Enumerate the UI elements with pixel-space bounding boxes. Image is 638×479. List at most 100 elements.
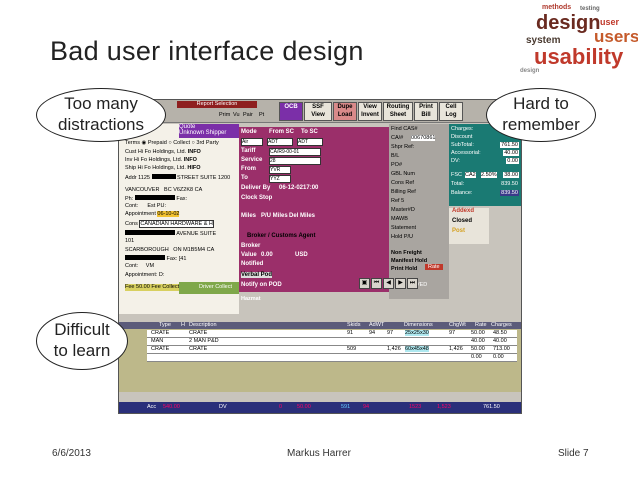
fee-field[interactable]: 50.00 <box>136 284 150 290</box>
dv-label: DV: <box>451 158 460 164</box>
contact2-label: Cont: <box>125 263 139 269</box>
country-field[interactable]: CA <box>194 187 203 193</box>
fsc-label: FSC <box>451 172 462 178</box>
nav-first-icon[interactable]: ⏮ <box>371 278 382 289</box>
verbal-pod-button[interactable]: Verbal Pod <box>241 272 273 278</box>
inv-code: INFO <box>183 157 197 163</box>
to-select[interactable]: YYZ <box>269 175 291 183</box>
master-label: Master#D <box>391 207 415 213</box>
nav-last-icon[interactable]: ⏭ <box>407 278 418 289</box>
fsc-percent-field[interactable]: 2.50% <box>481 172 497 178</box>
suite-field[interactable]: 101 <box>125 238 135 244</box>
nav-next-icon[interactable]: ▶ <box>395 278 406 289</box>
value-field[interactable]: 0.00 <box>261 252 273 258</box>
postal2-field[interactable]: M1B5M4 <box>183 247 206 253</box>
cell-log-button[interactable]: Cell Log <box>439 102 463 121</box>
from-sc-select[interactable]: ADT <box>267 138 293 146</box>
charges-panel: Charges: Discount SubTotal: 761.50 Acces… <box>449 124 521 206</box>
est-pu-label: Est PU: <box>147 203 166 209</box>
tariff-field[interactable]: CA/R9-00-01 <box>269 148 321 156</box>
ocb-button[interactable]: OCB <box>279 102 303 121</box>
miles-tab[interactable]: Miles <box>241 213 257 219</box>
hazmat-checkbox[interactable]: Hazmat <box>241 296 261 302</box>
fee-collect-checkbox[interactable]: Fee Collect <box>151 284 180 290</box>
fax2-field[interactable]: Fax: [41 <box>166 256 187 262</box>
to-sc-select[interactable]: ADT <box>297 138 323 146</box>
closed-button[interactable]: Closed <box>452 218 473 224</box>
country2-field[interactable]: CA <box>206 247 215 253</box>
print-bill-button[interactable]: Print Bill <box>414 102 438 121</box>
service-field[interactable]: 28 <box>269 157 321 165</box>
table-row[interactable]: CRATE CRATE 91 94 97 25x25x30 97 50.00 4… <box>147 330 517 338</box>
nav-new-icon[interactable]: ▣ <box>359 278 370 289</box>
totals-bar: Acc 540.00 DV 0 50.00 591 94 1523 1,523 … <box>119 402 521 413</box>
report-selection-label: Report Selection <box>177 101 257 108</box>
city-field[interactable]: VANCOUVER <box>125 187 160 193</box>
mode-select[interactable]: Air <box>241 138 263 146</box>
legacy-ui-screenshot: Report Selection OCB SSF View Dupe Load … <box>118 99 522 414</box>
prov-field[interactable]: BC <box>164 187 172 193</box>
footer-author: Markus Harrer <box>287 448 351 459</box>
addexd-button[interactable]: Addexd <box>452 208 475 214</box>
currency-select[interactable]: USD <box>295 252 308 258</box>
fsc-value: 38.00 <box>503 172 519 178</box>
toolbar-sub-prim[interactable]: Prim <box>219 112 231 118</box>
ship-code: HIFO <box>187 165 201 171</box>
collect-radio[interactable]: Collect <box>173 140 191 146</box>
from-select[interactable]: YVR <box>269 166 291 174</box>
col-h: H <box>181 322 185 328</box>
driver-collect-checkbox[interactable]: Driver Collect <box>199 284 233 290</box>
ship-field[interactable]: Hi Fo Holdings, Ltd. <box>137 165 186 171</box>
non-freight-checkbox[interactable]: Non Freight <box>391 250 422 256</box>
table-row[interactable]: MAN 2 MAN P&D 40.00 40.00 <box>147 338 517 346</box>
consignee-field[interactable]: CANADIAN HARDWARE & H <box>139 220 214 228</box>
chgwt-total: 1,523 <box>437 404 451 410</box>
nav-prev-icon[interactable]: ◀ <box>383 278 394 289</box>
table-row[interactable]: CRATE CRATE 509 1,426 60x45x48 1,426 50.… <box>147 346 517 354</box>
fsc-code-select[interactable]: CA2 <box>465 172 476 178</box>
print-hold-checkbox[interactable]: Print Hold <box>391 266 418 272</box>
subtotal-label: SubTotal: <box>451 142 474 148</box>
notify-pod-checkbox[interactable]: Notify on POD <box>241 282 282 288</box>
street-field[interactable]: STREET SUITE 1200 <box>177 175 231 181</box>
table-row[interactable]: 0.00 0.00 <box>147 354 517 362</box>
prepaid-radio[interactable]: Prepaid <box>147 140 167 146</box>
postal-field[interactable]: V6Z2K8 <box>173 187 194 193</box>
footer-slide-number: Slide 7 <box>558 448 589 459</box>
manifest-hold-checkbox[interactable]: Manifest Hold <box>391 258 428 264</box>
driver-collect-strip: Driver Collect <box>179 282 239 294</box>
third-party-radio[interactable]: 3rd Party <box>196 140 219 146</box>
addr-field[interactable]: 1125 <box>138 175 150 181</box>
ssf-view-button[interactable]: SSF View <box>304 102 332 121</box>
prov2-field[interactable]: ON <box>173 247 182 253</box>
addr-label: Addr <box>125 175 137 181</box>
del-miles-tab[interactable]: Del Miles <box>289 213 316 219</box>
col-rate: Rate <box>475 322 487 328</box>
balance-label: Balance: <box>451 190 473 196</box>
cons-ref-label: Cons Ref <box>391 180 414 186</box>
avenue-field[interactable]: AVENUE SUITE <box>176 231 217 237</box>
routing-sheet-button[interactable]: Routing Sheet <box>383 102 413 121</box>
col-charges: Charges <box>491 322 512 328</box>
appointment-date[interactable]: 06-10-02 <box>157 211 180 217</box>
mawb-label: MAWB <box>391 216 408 222</box>
city2-field[interactable]: SCARBOROUGH <box>125 247 169 253</box>
cas-field[interactable]: 00670861 <box>411 135 436 141</box>
dupe-load-button[interactable]: Dupe Load <box>333 102 357 121</box>
post-button[interactable]: Post <box>452 228 466 234</box>
fax-label: Fax: <box>176 196 188 202</box>
toolbar-sub-pair[interactable]: Pair <box>243 112 253 118</box>
cust-field[interactable]: Hi Fo Holdings, Ltd. <box>137 149 187 155</box>
notified-label: Notified <box>241 261 264 267</box>
deliver-by-label: Deliver By <box>241 185 271 191</box>
pu-miles-tab[interactable]: P/U Miles <box>261 213 288 219</box>
inv-field[interactable]: Hi Fo Holdings, Ltd. <box>133 157 183 163</box>
deliver-by-field[interactable]: 06-12-0217:00 <box>279 185 319 191</box>
toolbar-sub-vu[interactable]: Vu <box>233 112 240 118</box>
slide-title: Bad user interface design <box>50 36 364 66</box>
rate-button[interactable]: Rate <box>425 264 443 270</box>
toolbar-sub-pt[interactable]: Pt <box>259 112 265 118</box>
view-invent-button[interactable]: View Invent <box>358 102 382 121</box>
bubble-line-2: remember <box>502 115 580 134</box>
from-sc-label: From SC <box>269 129 295 135</box>
